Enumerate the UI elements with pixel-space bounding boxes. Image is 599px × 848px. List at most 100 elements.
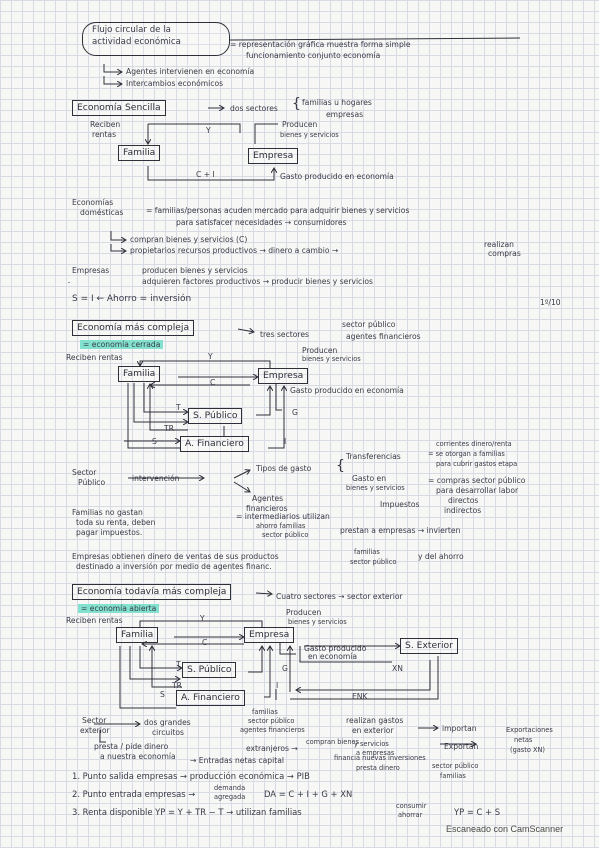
- realizan-2: compras: [488, 249, 521, 258]
- definition-line-2: funcionamiento conjunto economía: [246, 51, 381, 60]
- box-sector-publico: S. Público: [188, 408, 243, 424]
- del-ahorro: y del ahorro: [418, 552, 464, 561]
- producen-2: bienes y servicios: [302, 355, 361, 363]
- sector-empresas: empresas: [326, 110, 364, 119]
- gasto-bs-1: Gasto en: [352, 474, 387, 483]
- compran-3: a empresas: [356, 749, 395, 757]
- title-line-2: actividad económica: [92, 37, 181, 47]
- economias-def-2: para satisfacer necesidades → consumidor…: [176, 218, 347, 227]
- sector-exterior-1: Sector: [82, 716, 107, 725]
- agentes-1: Agentes: [252, 494, 284, 503]
- impuestos: Impuestos: [380, 500, 420, 509]
- sector-publico-2: Público: [78, 478, 106, 487]
- ahorro-familias-1: ahorro familias: [256, 522, 306, 530]
- grandes-circuitos-1: dos grandes: [144, 718, 191, 727]
- label-tr: TR: [172, 681, 182, 690]
- presta-1: presta / pide dinero: [94, 742, 169, 751]
- sub-agentes: Agentes intervienen en economía: [126, 67, 255, 76]
- gasto-bs-2: bienes y servicios: [346, 484, 405, 492]
- familias-no-gastan-2: toda su renta, deben: [76, 518, 156, 527]
- box-familia: Familia: [116, 627, 159, 643]
- gasto-producido: Gasto producido en economía: [290, 386, 404, 395]
- label-c: C: [210, 378, 216, 387]
- ahorro-inversion: S = I ← Ahorro = inversión: [72, 294, 192, 304]
- heading-economia-mas-compleja: Economía más compleja: [72, 320, 195, 336]
- producen-1: Producen: [282, 120, 318, 129]
- box-empresa: Empresa: [258, 368, 309, 384]
- punto-2b-1: demanda: [214, 784, 246, 792]
- indirectos: indirectos: [444, 506, 482, 515]
- sector-publico: sector público: [342, 320, 396, 329]
- gasto-bs-def-1: = compras sector público: [428, 476, 526, 485]
- dos-sectores: dos sectores: [230, 104, 278, 113]
- gasto-2: en economía: [308, 652, 358, 661]
- heading-economia-todavia-mas-compleja: Economía todavía más compleja: [72, 584, 232, 600]
- familias-no-gastan-3: pagar impuestos.: [76, 528, 143, 537]
- reciben-rentas: Reciben rentas: [66, 616, 123, 625]
- familias-sp-1: familias: [354, 548, 380, 556]
- agentes-2: financieros: [246, 504, 288, 513]
- brace: {: [292, 96, 301, 112]
- familias-no-gastan-1: Familias no gastan: [72, 508, 143, 517]
- financia-4: familias: [440, 772, 466, 780]
- label-enk: ENK: [352, 692, 368, 701]
- box-agente-financiero: A. Financiero: [176, 690, 245, 706]
- directos: directos: [448, 496, 479, 505]
- punto-3b-1: consumir: [396, 802, 427, 810]
- punto-3b-2: ahorrar: [398, 811, 423, 819]
- economias-def-1: = familias/personas acuden mercado para …: [146, 206, 410, 215]
- economia-abierta: = economía abierta: [78, 604, 160, 613]
- exportaciones-3: (gasto XN): [510, 746, 545, 754]
- label-y: Y: [208, 352, 213, 361]
- financia-3: sector público: [432, 762, 479, 770]
- reciben-rentas: Reciben rentas: [66, 353, 123, 362]
- realizan-gastos-1: realizan gastos: [346, 716, 404, 725]
- empresas-obtienen-2: destinado a inversión por medio de agent…: [76, 562, 272, 571]
- empresas-obtienen-1: Empresas obtienen dinero de ventas de su…: [72, 552, 279, 561]
- fam-3: agentes financieros: [240, 726, 305, 734]
- box-sector-exterior: S. Exterior: [400, 638, 458, 654]
- gasto-producido: Gasto producido en economía: [280, 172, 394, 181]
- label-tr: TR: [164, 424, 174, 433]
- punto-3c: YP = C + S: [454, 807, 501, 817]
- label-i: I: [276, 681, 279, 690]
- label-t: T: [176, 660, 181, 669]
- label-t: T: [176, 403, 181, 412]
- punto-1: 1. Punto salida empresas → producción ec…: [72, 771, 310, 781]
- sector-publico-1: Sector: [72, 468, 97, 477]
- producen-2: bienes y servicios: [288, 618, 347, 626]
- financia-2: presta dinero: [356, 764, 400, 772]
- label-g: G: [292, 408, 298, 417]
- box-empresa: Empresa: [248, 148, 299, 164]
- propietarios: propietarios recursos productivos → dine…: [130, 246, 339, 255]
- compran: compran bienes y servicios (C): [130, 235, 248, 244]
- fam-2: sector público: [248, 717, 295, 725]
- empresas-b: adquieren factores productivos → produci…: [142, 277, 373, 286]
- empresas-a: producen bienes y servicios: [142, 266, 248, 275]
- brace: {: [336, 458, 345, 474]
- label-xn: XN: [392, 664, 403, 673]
- transferencias: Transferencias: [346, 452, 401, 461]
- label-y: Y: [206, 126, 211, 135]
- label-g: G: [282, 664, 288, 673]
- label-s: S: [152, 437, 157, 446]
- producen-1: Producen: [302, 346, 338, 355]
- intervencion: intervención: [132, 474, 180, 483]
- producen-2: bienes y servicios: [280, 131, 339, 139]
- exportaciones-1: Exportaciones: [506, 726, 553, 734]
- transf-def-3: para cubrir gastos etapa: [436, 460, 518, 468]
- realizan-1: realizan: [484, 240, 514, 249]
- definition-line-1: = representación gráfica muestra forma s…: [230, 40, 411, 49]
- label-s: S: [160, 690, 165, 699]
- presta-2: a nuestra economía: [100, 752, 176, 761]
- scanner-footer: Escaneado con CamScanner: [446, 824, 564, 834]
- compran-2: y servicios: [354, 740, 389, 748]
- sector-exterior-2: exterior: [80, 726, 110, 735]
- tres-sectores: tres sectores: [260, 330, 309, 339]
- label-c: C: [202, 638, 208, 647]
- financia-1: financia nuevas inversiones: [334, 754, 426, 762]
- sector-familias: familias u hogares: [302, 98, 372, 107]
- transf-def-1: corrientes dinero/renta: [436, 440, 512, 448]
- producen-1: Producen: [286, 608, 322, 617]
